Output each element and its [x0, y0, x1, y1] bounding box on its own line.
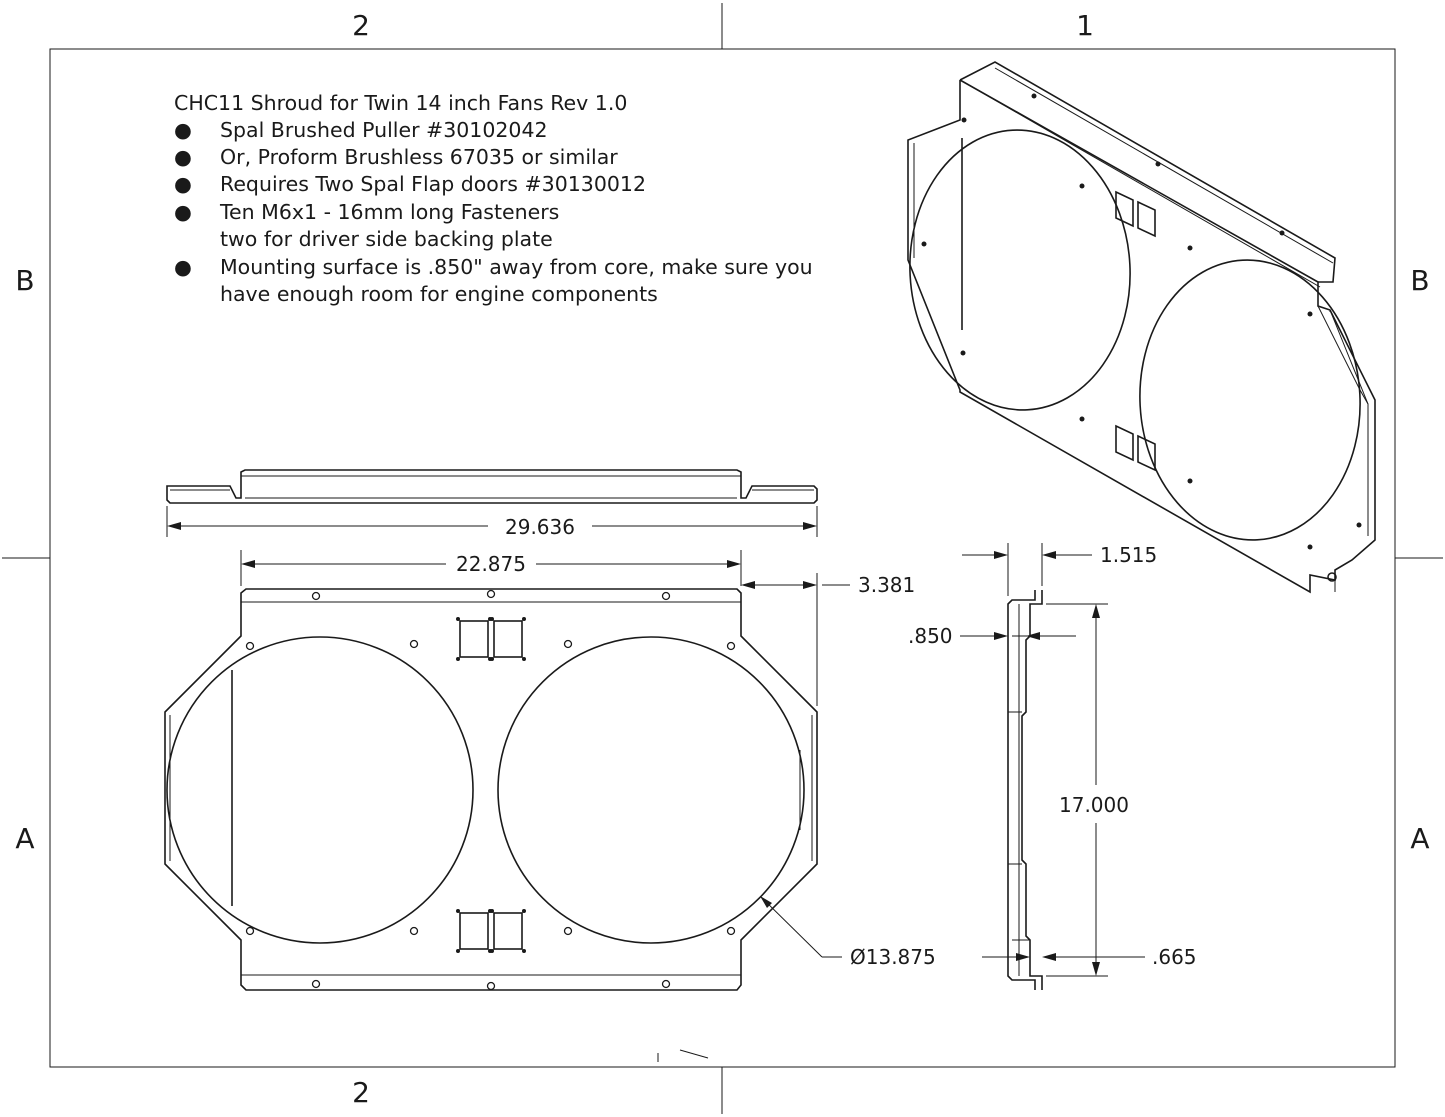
dimension-mount-surface: .850 [908, 624, 1076, 648]
dim-mount-surface-label: .850 [908, 624, 953, 648]
note-item-5: Mounting surface is .850" away from core… [220, 255, 813, 279]
top-view [166, 469, 818, 504]
bullet-glyph: ● [174, 255, 192, 279]
flap-door-opening [459, 912, 489, 950]
bullet-glyph: ● [174, 200, 192, 224]
dim-side-offset-label: 3.381 [858, 573, 915, 597]
flap-door-corner-dots [456, 617, 526, 953]
bullet-glyph: ● [174, 172, 192, 196]
side-view [1007, 590, 1043, 990]
notes-title: CHC11 Shroud for Twin 14 inch Fans Rev 1… [174, 91, 627, 115]
dimension-fan-span: 22.875 [240, 550, 742, 586]
fan-opening-right [497, 636, 805, 944]
dimension-flange: .665 [982, 942, 1197, 972]
dim-flange-label: .665 [1152, 945, 1197, 969]
note-item-4: Ten M6x1 - 16mm long Fasteners [219, 200, 559, 224]
zone-labels: 2 1 2 B A B A [15, 9, 1429, 1109]
bullet-glyph: ● [174, 118, 192, 142]
zone-label-left-b: B [15, 264, 34, 297]
note-item-5-continuation: have enough room for engine components [220, 282, 658, 306]
dim-fan-span-label: 22.875 [456, 552, 526, 576]
note-item-2: Or, Proform Brushless 67035 or similar [220, 145, 618, 169]
front-view [164, 588, 818, 991]
iso-fastener-holes [921, 93, 1362, 550]
dim-height-label: 17.000 [1059, 793, 1129, 817]
fastener-holes [245, 589, 736, 991]
dimension-overall-width: 29.636 [166, 506, 818, 539]
dimension-side-offset: 3.381 [741, 573, 915, 706]
bullet-glyph: ● [174, 145, 192, 169]
isometric-view [907, 61, 1376, 594]
flap-door-opening [459, 620, 489, 658]
dim-overall-width-label: 29.636 [505, 515, 575, 539]
note-item-1: Spal Brushed Puller #30102042 [220, 118, 548, 142]
flap-door-opening [493, 620, 523, 658]
dim-fan-diameter-label: Ø13.875 [850, 945, 936, 969]
dimension-fan-diameter: Ø13.875 [760, 896, 936, 969]
note-item-4-continuation: two for driver side backing plate [220, 227, 553, 251]
fan-opening-left [166, 636, 474, 944]
dim-depth-label: 1.515 [1100, 543, 1157, 567]
zone-label-top-left: 2 [352, 9, 370, 42]
notes-block: CHC11 Shroud for Twin 14 inch Fans Rev 1… [174, 91, 813, 306]
sheet-border [2, 3, 1443, 1114]
zone-label-right-b: B [1410, 264, 1429, 297]
zone-label-right-a: A [1410, 822, 1429, 855]
zone-label-left-a: A [15, 822, 34, 855]
dimension-height: 17.000 [1046, 603, 1129, 977]
note-item-3: Requires Two Spal Flap doors #30130012 [220, 172, 646, 196]
zone-label-top-right: 1 [1076, 9, 1094, 42]
dimension-depth: 1.515 [962, 543, 1157, 596]
zone-label-bottom-left: 2 [352, 1076, 370, 1109]
flap-door-opening [493, 912, 523, 950]
